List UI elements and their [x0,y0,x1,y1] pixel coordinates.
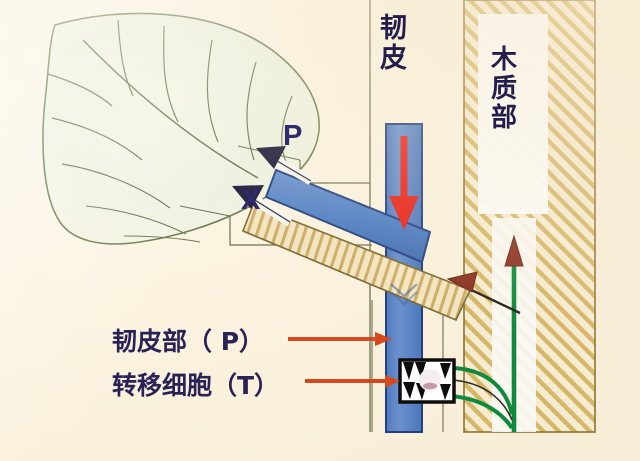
xylem-top-label-char-2: 质 [491,74,518,105]
phloem-callout-label: 韧皮部（ P） [112,327,265,356]
phloem-tag-p: P [283,120,303,152]
transfer-cell-callout-label: 转移细胞（T） [112,371,280,400]
xylem-top-label: 木 质 部 [491,45,518,134]
transfer-cell [398,358,456,404]
transfer-cell-callout-arrow [305,375,400,388]
phloem-callout-arrow [288,332,392,346]
xylem-top-label-char-3: 部 [491,103,518,134]
xylem-tag-x: X [241,184,261,216]
xylem-column [463,0,596,433]
phloem-top-label-char-1: 韧 [380,13,407,44]
phloem-top-label: 韧 皮 [380,13,407,75]
phloem-top-label-char-2: 皮 [380,43,407,75]
xylem-top-label-char-1: 木 [491,45,518,75]
